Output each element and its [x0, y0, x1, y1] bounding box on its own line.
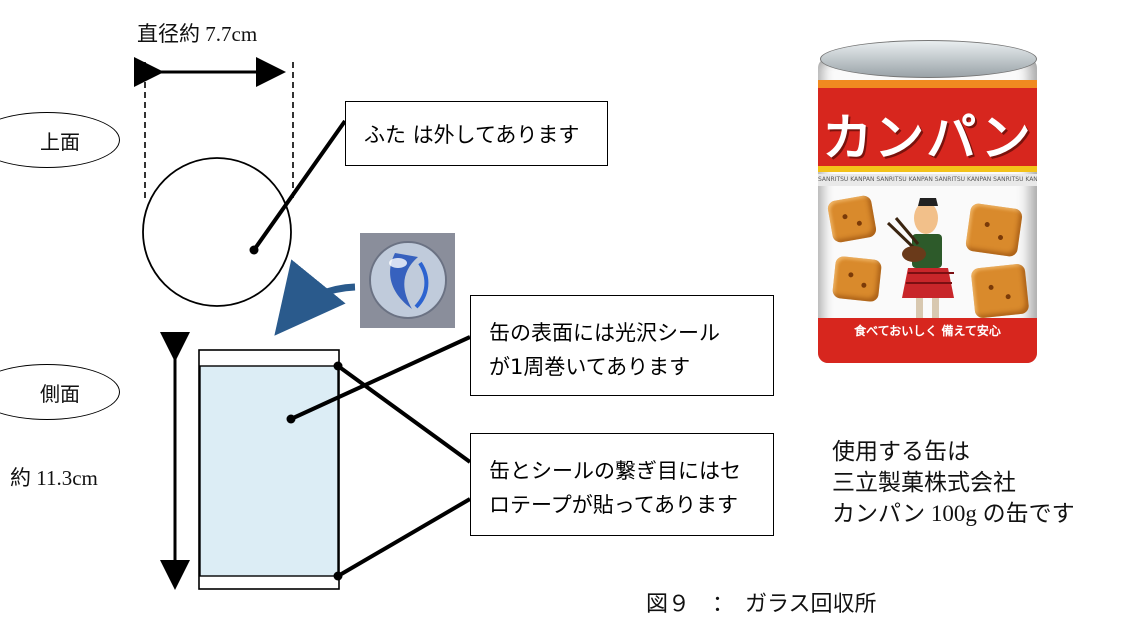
can-ribbon-text: SANRITSU KANPAN SANRITSU KANPAN SANRITSU… [818, 174, 1037, 186]
height-label: 約 11.3cm [10, 466, 98, 490]
can-info-line-3: カンパン 100g の缶です [832, 501, 1075, 526]
lid-pointer-line [252, 119, 347, 252]
top-view-label: 上面 [0, 112, 120, 168]
can-body: カンパン SANRITSU KANPAN SANRITSU KANPAN SAN… [818, 58, 1037, 363]
kanpan-can-image: カンパン SANRITSU KANPAN SANRITSU KANPAN SAN… [810, 40, 1045, 380]
surface-note-line-1: 缶の表面には光沢シール [489, 321, 720, 345]
seam-pointer-line-bottom [336, 497, 472, 578]
surface-note-line-2: が1周巻いてあります [489, 355, 691, 379]
can-info-line-2: 三立製菓株式会社 [832, 470, 1016, 495]
seam-note-line-1: 缶とシールの繋ぎ目にはセ [489, 459, 741, 483]
can-info: 使用する缶は 三立製菓株式会社 カンパン 100g の缶です [832, 436, 1075, 529]
marble-arrow [274, 259, 356, 336]
can-slogan: 食べておいしく 備えて安心 [854, 324, 1001, 338]
top-view-circle [142, 157, 292, 307]
can-lid [820, 40, 1037, 78]
seam-note-box: 缶とシールの繋ぎ目にはセ ロテープが貼ってあります [470, 433, 774, 536]
bagpiper-illustration [886, 198, 954, 320]
surface-note-box: 缶の表面には光沢シール が1周巻いてあります [470, 295, 774, 396]
top-view-label-text: 上面 [40, 129, 80, 154]
side-view-label: 側面 [0, 364, 120, 420]
side-view-label-area [199, 365, 339, 577]
lid-note-box: ふた は外してあります [345, 101, 608, 166]
can-info-line-1: 使用する缶は [832, 439, 970, 464]
diameter-label: 直径約 7.7cm [137, 22, 258, 46]
side-view-label-text: 側面 [40, 381, 80, 406]
lid-note-text: ふた は外してあります [364, 122, 580, 147]
glass-marble-image [360, 233, 455, 328]
seam-pointer-line-top [336, 364, 472, 464]
seam-note-line-2: ロテープが貼ってあります [489, 493, 739, 517]
figure-caption: 図９ ： ガラス回収所 [646, 591, 877, 616]
can-brand-text: カンパン [822, 109, 1033, 167]
surface-pointer-line [290, 335, 471, 421]
